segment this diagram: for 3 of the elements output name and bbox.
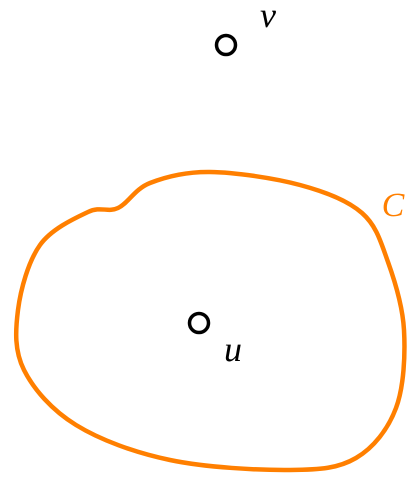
point-label: u	[226, 344, 241, 362]
curve-label: C	[384, 194, 405, 216]
point-label: v	[260, 10, 276, 28]
